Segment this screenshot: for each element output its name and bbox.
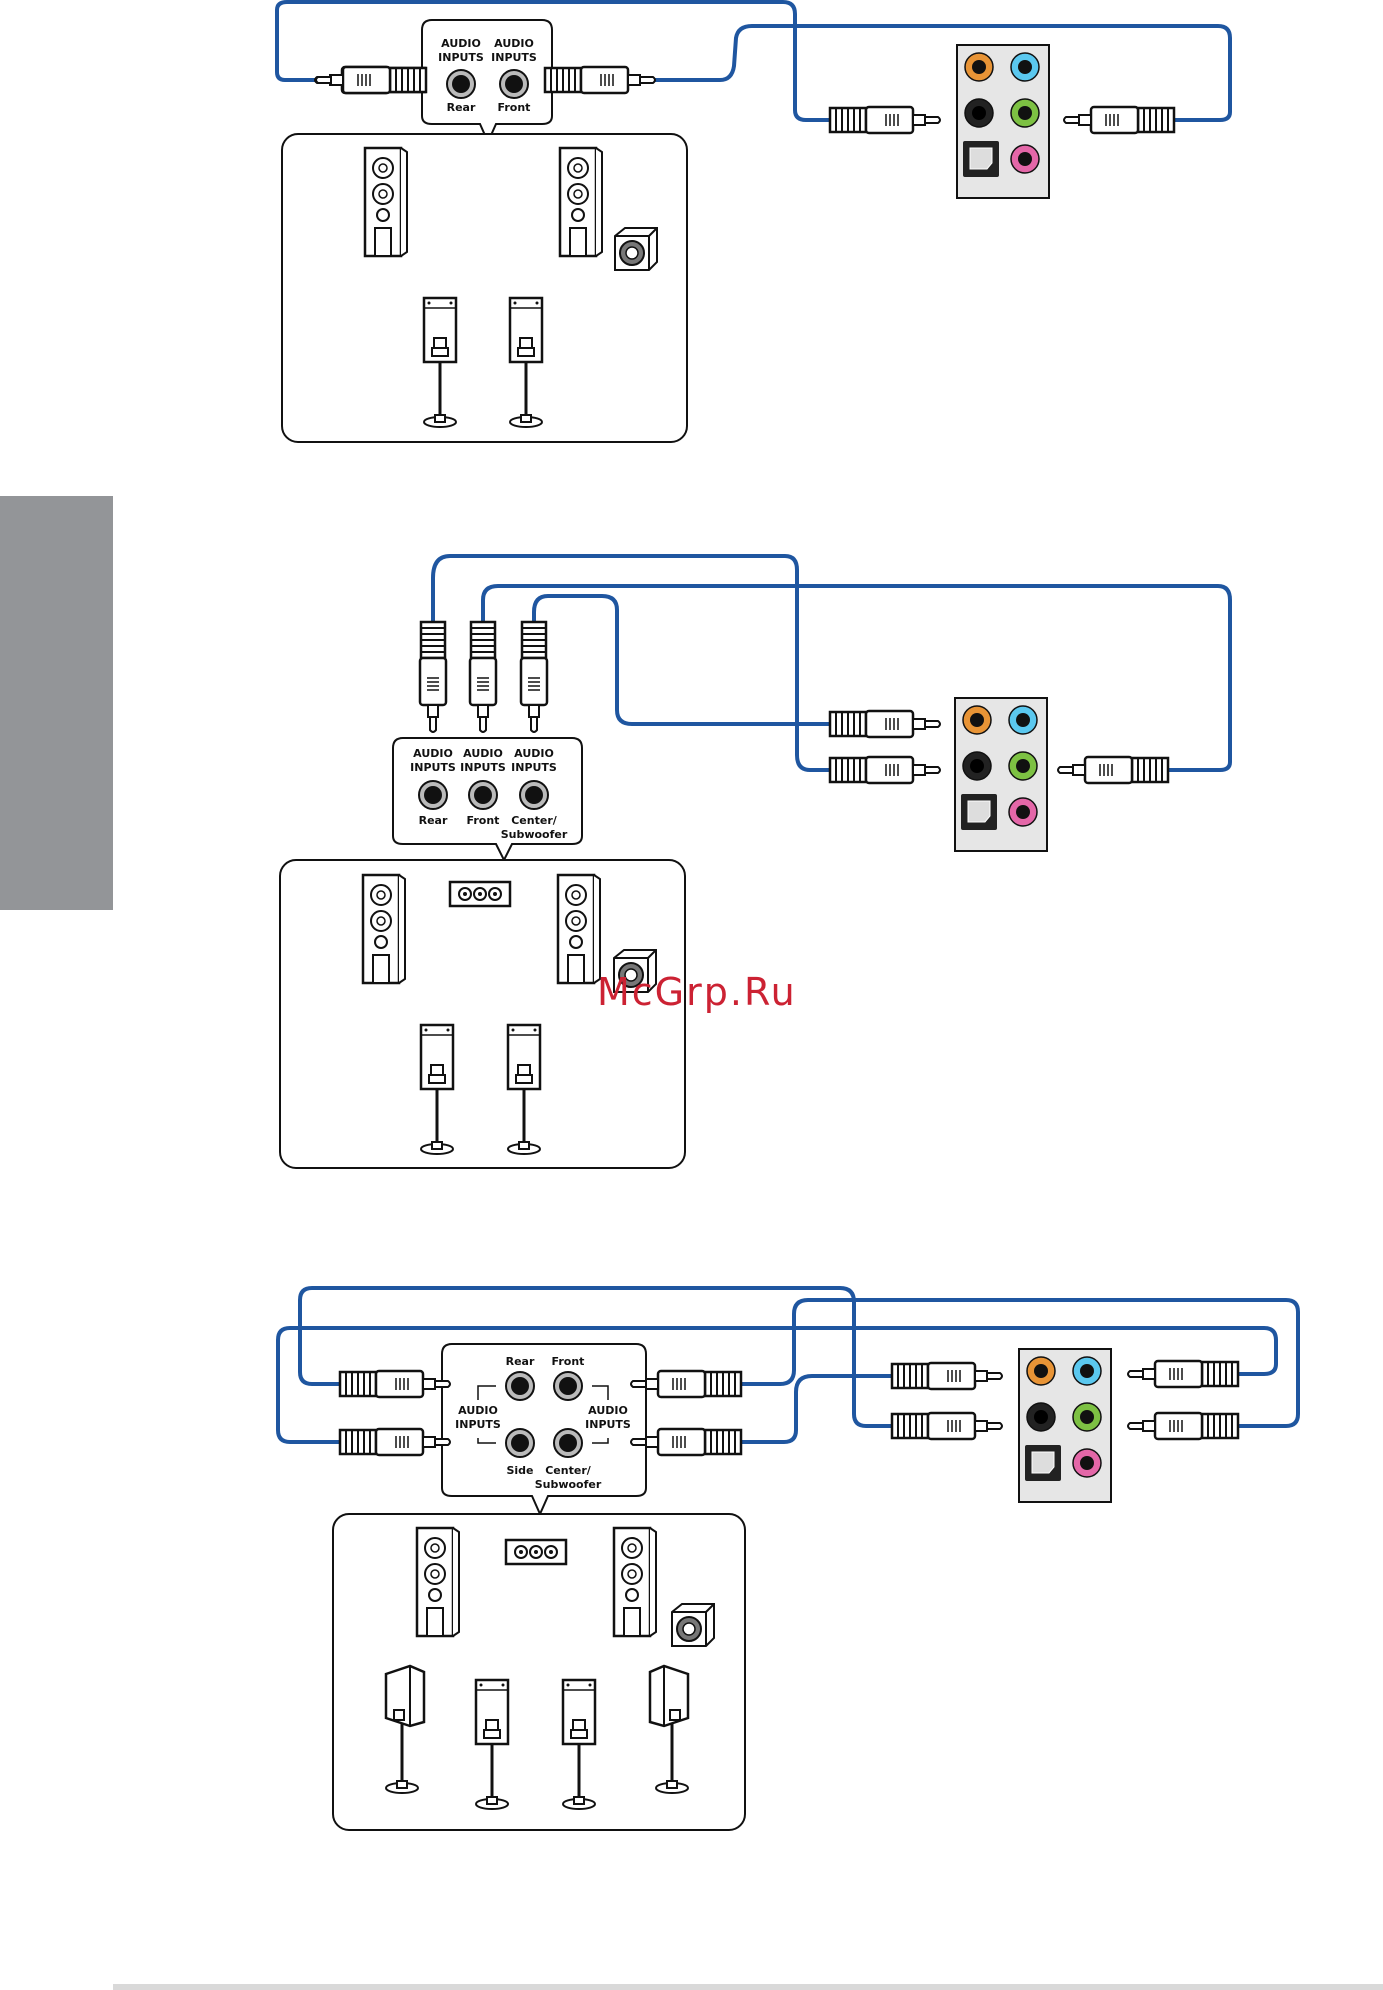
floor-speaker-icon (614, 1528, 656, 1636)
front-input-jack[interactable] (500, 70, 528, 98)
floor-speaker-icon (558, 875, 600, 983)
audio-plug-icon (521, 622, 547, 732)
input-label-mid: INPUTS (455, 1418, 501, 1431)
input-label-front: Front (552, 1355, 585, 1368)
input-label-front: Front (498, 101, 531, 114)
input-label-top: AUDIO (463, 747, 503, 760)
input-label-top: AUDIO (441, 37, 481, 50)
floor-speaker-icon (365, 148, 407, 256)
audio-plug-icon (830, 711, 940, 737)
floor-speaker-icon (560, 148, 602, 256)
input-label-mid: INPUTS (410, 761, 456, 774)
audio-plug-icon (1128, 1361, 1238, 1387)
input-label-center: Center/ (511, 814, 558, 827)
input-label-top: AUDIO (458, 1404, 498, 1417)
speaker-layout-box (282, 134, 687, 442)
audio-plug-icon (830, 107, 940, 133)
subwoofer-icon (672, 1604, 714, 1646)
input-label-rear: Rear (419, 814, 448, 827)
input-label-mid: INPUTS (585, 1418, 631, 1431)
floor-speaker-icon (363, 875, 405, 983)
audio-plug-icon (420, 622, 446, 732)
cable-front (483, 586, 1230, 770)
input-label-rear: Rear (506, 1355, 535, 1368)
floor-speaker-icon (417, 1528, 459, 1636)
rear-input-jack[interactable] (447, 70, 475, 98)
audio-plug-icon (316, 67, 426, 93)
rear-input-jack[interactable] (419, 781, 447, 809)
input-label-top: AUDIO (494, 37, 534, 50)
input-label-mid: INPUTS (491, 51, 537, 64)
diagram-6-channel: AUDIO INPUTS Rear AUDIO INPUTS Front AUD… (280, 556, 1230, 1168)
audio-plug-icon (1128, 1413, 1238, 1439)
center-input-jack[interactable] (554, 1429, 582, 1457)
audio-plug-icon (631, 1429, 741, 1455)
subwoofer-icon (615, 228, 657, 270)
center-speaker-icon (506, 1540, 566, 1564)
watermark-text: McGrp.Ru (597, 970, 797, 1014)
audio-panel-icon (955, 698, 1047, 851)
input-label-rear: Rear (447, 101, 476, 114)
input-label-subwoofer: Subwoofer (501, 828, 568, 841)
audio-plug-icon (470, 622, 496, 732)
audio-panel-icon (1019, 1349, 1111, 1502)
diagram-4-channel: AUDIO INPUTS Rear AUDIO INPUTS Front (277, 2, 1230, 442)
cable-center (534, 596, 830, 724)
audio-plug-icon (340, 1429, 450, 1455)
diagram-8-channel: Rear Front Side Center/ Subwoofer AUDIO … (278, 1288, 1298, 1830)
center-input-jack[interactable] (520, 781, 548, 809)
side-input-jack[interactable] (506, 1429, 534, 1457)
audio-plug-icon (830, 757, 940, 783)
input-label-top: AUDIO (413, 747, 453, 760)
audio-plug-icon (545, 67, 655, 93)
front-input-jack[interactable] (554, 1372, 582, 1400)
audio-plug-icon (1064, 107, 1174, 133)
input-label-side: Side (506, 1464, 533, 1477)
input-label-mid: INPUTS (460, 761, 506, 774)
center-speaker-icon (450, 882, 510, 906)
cable-front (655, 26, 1230, 120)
input-label-center: Center/ (545, 1464, 592, 1477)
cable-rear (277, 2, 830, 120)
input-label-front: Front (467, 814, 500, 827)
input-label-subwoofer: Subwoofer (535, 1478, 602, 1491)
input-label-top: AUDIO (588, 1404, 628, 1417)
input-label-top: AUDIO (514, 747, 554, 760)
audio-plug-icon (892, 1413, 1002, 1439)
input-label-mid: INPUTS (511, 761, 557, 774)
audio-plug-icon (1058, 757, 1168, 783)
audio-panel-icon (957, 45, 1049, 198)
audio-plug-icon (631, 1371, 741, 1397)
audio-plug-icon (340, 1371, 450, 1397)
audio-plug-icon (892, 1363, 1002, 1389)
rear-input-jack[interactable] (506, 1372, 534, 1400)
front-input-jack[interactable] (469, 781, 497, 809)
input-label-mid: INPUTS (438, 51, 484, 64)
